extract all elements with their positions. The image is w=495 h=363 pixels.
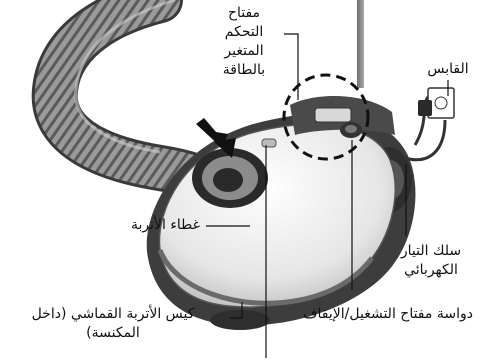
label-power-cord: سلك التيار الكهربائي: [376, 242, 486, 280]
plug: [418, 100, 432, 116]
pole: [357, 0, 364, 88]
label-power-cord-line1: سلك التيار: [376, 242, 486, 261]
label-power-control: مفتاح التحكم المتغير بالطاقة: [208, 4, 280, 80]
power-slider: [315, 108, 351, 122]
label-power-control-line3: المتغير: [208, 42, 280, 61]
label-dust-cover: غطاء الأتربة: [100, 216, 200, 235]
label-plug: القابس: [414, 60, 482, 79]
label-on-off-pedal: دواسة مفتاح التشغيل/الإيقاف: [286, 305, 490, 324]
label-power-control-line2: التحكم: [208, 23, 280, 42]
latch: [262, 139, 276, 147]
label-power-control-line1: مفتاح: [208, 4, 280, 23]
label-cloth-dust-bag-line2: المكنسة): [0, 324, 226, 343]
label-power-control-line4: بالطاقة: [208, 61, 280, 80]
label-power-cord-line2: الكهربائي: [376, 261, 486, 280]
label-cloth-dust-bag: كيس الأتربة القماشي (داخل المكنسة): [0, 305, 226, 343]
label-cloth-dust-bag-line1: كيس الأتربة القماشي (داخل: [0, 305, 226, 324]
